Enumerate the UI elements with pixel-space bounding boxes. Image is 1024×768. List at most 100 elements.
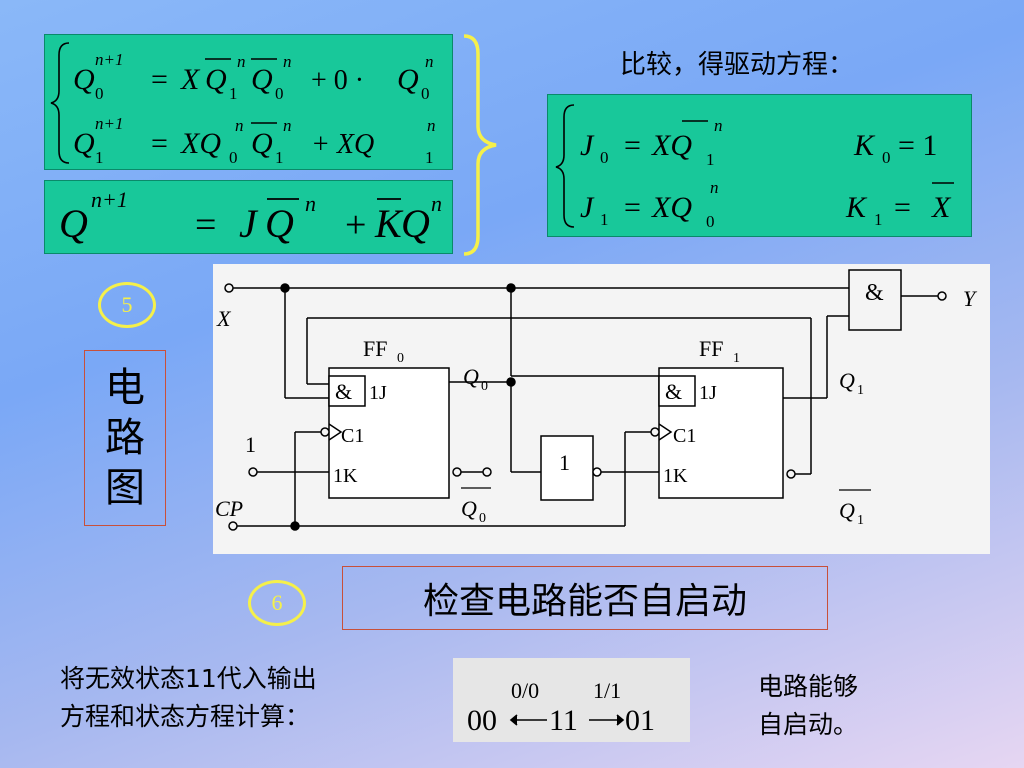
char-lhs-sup: n+1 — [91, 187, 128, 212]
k0-value: = 1 — [898, 129, 937, 162]
x-input-terminal — [224, 283, 234, 293]
inverter-box — [540, 435, 594, 501]
drive-brace-icon — [555, 104, 575, 228]
step5-number: 5 — [98, 282, 156, 328]
state-11: 11 — [549, 704, 578, 737]
inverter-bubble — [592, 467, 602, 477]
circuit-diagram-label-char-1: 电 — [105, 365, 145, 411]
eq1-lhs-sup: n+1 — [95, 50, 123, 69]
q0bar-terminal — [482, 467, 492, 477]
circuit-diagram-label-char-3: 图 — [105, 465, 145, 511]
yellow-brace-icon — [463, 34, 497, 256]
j1-rhs-sup: n — [710, 178, 719, 197]
eq2-lhs-sup: n+1 — [95, 114, 123, 133]
ff1-k-label: 1K — [663, 465, 688, 487]
eq1-q1bar: Q — [205, 63, 227, 96]
char-lhs: Q — [59, 201, 88, 246]
j1-sub: 1 — [600, 210, 609, 229]
char-q: Q — [401, 201, 430, 246]
char-qbar-sup: n — [305, 191, 316, 216]
ff1-j-label: 1J — [699, 382, 717, 404]
j0-rhs-sup: n — [714, 116, 723, 135]
circuit-svg: X Y & FF 0 FF 1 & 1J C1 1K & 1J C1 1K 1 … — [215, 269, 978, 531]
ff1-clock-bubble — [650, 427, 660, 437]
eq1-q0-sup: n — [283, 52, 292, 71]
output-and-gate — [848, 269, 902, 331]
eq2-q0-sub: 0 — [229, 148, 238, 167]
circuit-diagram-label-box: 电 路 图 — [84, 350, 166, 526]
state-equations-svg: Q 0 n+1 = X Q 1 n Q 0 n + 0 · Q 0 n Q 1 … — [50, 42, 436, 167]
char-equals: = — [195, 204, 216, 246]
ff0-and-symbol: & — [335, 379, 352, 404]
eq2-q0-sup: n — [235, 116, 244, 135]
char-q-sup: n — [431, 191, 442, 216]
state-01: 01 — [625, 704, 655, 737]
conclusion-line-2: 自启动。 — [758, 710, 859, 739]
eq2-tail-sub: 1 — [425, 148, 434, 167]
ff1-c-label: C1 — [673, 425, 696, 447]
compare-label: 比较，得驱动方程： — [620, 50, 855, 80]
ff0-label-sub: 0 — [397, 351, 404, 366]
j0-equals: = — [624, 129, 641, 162]
eq2-q1-sup: n — [283, 116, 292, 135]
eq2-tail-sup: n — [427, 116, 436, 135]
char-kbar: K — [374, 201, 404, 246]
bottom-left-line-1: 将无效状态11代入输出 — [60, 664, 317, 693]
transition-box: 0/0 1/1 00 11 01 — [453, 658, 690, 742]
y-output-terminal — [937, 291, 947, 301]
inverter-label: 1 — [559, 450, 570, 475]
ff0-k-label: 1K — [333, 465, 358, 487]
q1bar-label: Q — [839, 498, 855, 523]
circuit-diagram-label-char-2: 路 — [105, 415, 145, 461]
drive-equations-svg: J 0 = XQ 1 n K 0 = 1 J 1 = XQ 0 n K 1 = … — [555, 104, 954, 231]
eq1-q0: Q — [397, 63, 419, 96]
transition-label-a: 0/0 — [511, 678, 539, 703]
x-label: X — [216, 306, 232, 331]
one-label: 1 — [245, 432, 256, 457]
eq1-q1-sub: 1 — [229, 84, 238, 103]
j1: J — [580, 191, 595, 224]
ff0-qbar-bubble — [452, 467, 462, 477]
j0-rhs-sub: 1 — [706, 150, 715, 169]
conclusion-line-1: 电路能够 — [758, 672, 859, 701]
step6-number: 6 — [248, 580, 306, 626]
k1-value: X — [931, 191, 952, 224]
char-j: J — [239, 201, 259, 246]
char-plus: + — [345, 204, 366, 246]
j1-rhs: XQ — [651, 191, 692, 224]
ff0-j-label: 1J — [369, 382, 387, 404]
eq1-q0-sub: 0 — [275, 84, 284, 103]
bottom-left-text: 将无效状态11代入输出 方程和状态方程计算： — [60, 660, 317, 736]
q1-label-sub: 1 — [857, 383, 864, 398]
ff0-label: FF — [363, 336, 387, 361]
j1-rhs-sub: 0 — [706, 212, 715, 231]
eq1-q0b-sup: n — [425, 52, 434, 71]
state-00: 00 — [467, 704, 497, 737]
circuit-diagram: X Y & FF 0 FF 1 & 1J C1 1K & 1J C1 1K 1 … — [213, 264, 990, 554]
characteristic-equation-svg: Q n+1 = J Q n + K Q n — [59, 187, 442, 246]
characteristic-equation-box: Q n+1 = J Q n + K Q n — [44, 180, 453, 254]
eq2-equals: = — [151, 127, 168, 160]
eq1-q0bar: Q — [251, 63, 273, 96]
q0-label-sub: 0 — [481, 379, 488, 394]
cp-input-terminal — [228, 521, 238, 531]
char-qbar: Q — [265, 201, 294, 246]
state-equations-box: Q 0 n+1 = X Q 1 n Q 0 n + 0 · Q 0 n Q 1 … — [44, 34, 453, 170]
transition-label-b: 1/1 — [593, 678, 621, 703]
k1-sub: 1 — [874, 210, 883, 229]
drive-equations-box: J 0 = XQ 1 n K 0 = 1 J 1 = XQ 0 n K 1 = … — [547, 94, 972, 237]
k0: K — [853, 129, 876, 162]
eq2-xq0: XQ — [180, 127, 221, 160]
output-and-symbol: & — [865, 280, 884, 306]
left-brace-icon — [50, 42, 70, 164]
ff0-c-label: C1 — [341, 425, 364, 447]
eq2-plus-xq1: + XQ — [311, 129, 374, 160]
q0bar-label: Q — [461, 496, 477, 521]
conclusion-text: 电路能够 自启动。 — [758, 668, 858, 744]
ff1-label-sub: 1 — [733, 351, 740, 366]
q1-label: Q — [839, 368, 855, 393]
ff0-and-box — [328, 375, 366, 407]
eq1-q0b-sub: 0 — [421, 84, 430, 103]
j0-sub: 0 — [600, 148, 609, 167]
k1: K — [845, 191, 868, 224]
